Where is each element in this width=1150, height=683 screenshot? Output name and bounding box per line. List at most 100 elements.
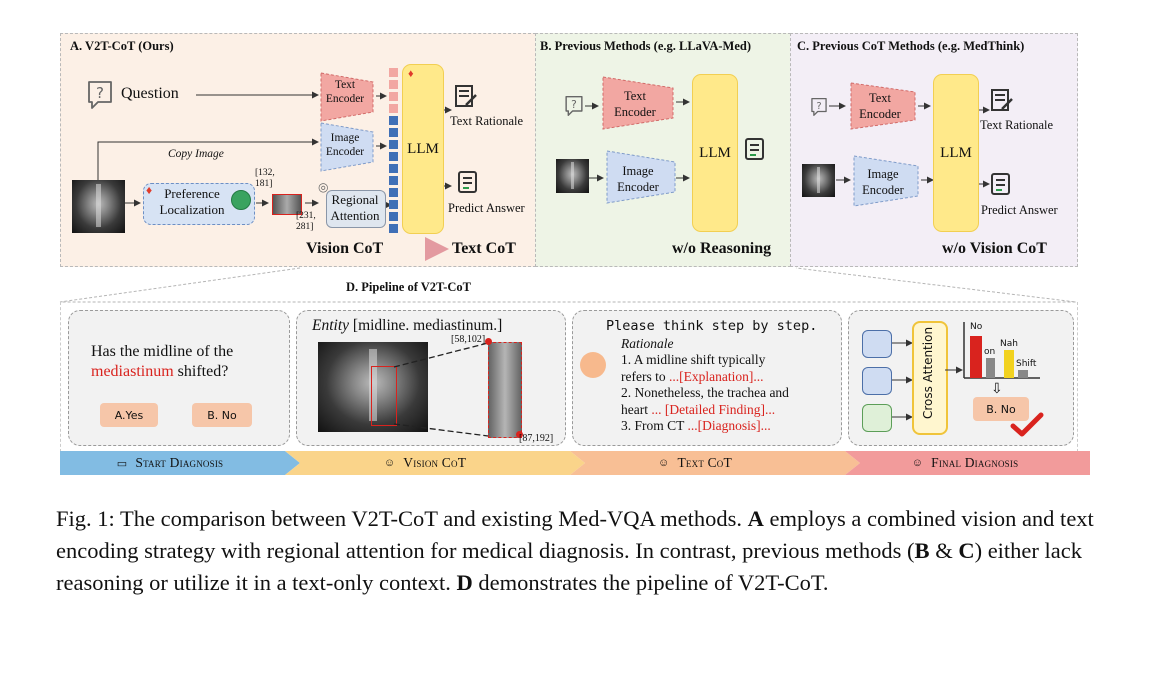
llm-label: LLM [940, 144, 972, 161]
image-encoder-shape [853, 155, 919, 207]
zoom-lines [393, 342, 489, 437]
chest-xray-large [318, 342, 428, 432]
question-keyword: mediastinum [91, 363, 174, 380]
question-icon: ? [565, 96, 583, 116]
coord-point-1 [485, 338, 492, 345]
down-arrow-icon: ⇩ [991, 382, 1003, 397]
feature-arrow-out [945, 366, 963, 374]
image-encoder-label: Image Encoder [862, 167, 904, 197]
caption-text: demonstrates the pipeline of V2T-CoT. [478, 570, 829, 595]
answer-icon [745, 138, 764, 160]
coord-point-2 [516, 431, 523, 438]
stage-bar [60, 451, 1090, 475]
rationale-highlight: ...[Explanation]... [668, 368, 764, 384]
panel-c-title: C. Previous CoT Methods (e.g. MedThink) [797, 39, 1025, 53]
final-answer-badge: B. No [973, 397, 1029, 421]
llm-block-b: LLM [692, 74, 738, 232]
caption-ref-b: B [914, 538, 930, 563]
coord-bottom: [231, 281] [296, 211, 316, 232]
image-encoder-label: Image Encoder [617, 164, 659, 194]
pin-icon: ◎ [318, 180, 329, 194]
panel-a [60, 33, 536, 267]
coord-top: [132, 181] [255, 168, 275, 189]
bar-label-on: on [984, 347, 996, 357]
text-encoder-shape [602, 76, 674, 130]
llm-label: LLM [699, 144, 731, 161]
question-text-2: shifted? [177, 363, 229, 380]
rationale-line: heart ... [Detailed Finding]... [621, 402, 789, 419]
rationale-line: 3. From CT ...[Diagnosis]... [621, 418, 789, 435]
text-encoder-label: Text Encoder [859, 91, 901, 121]
question-text-1: Has the midline of the [91, 343, 234, 360]
rationale-fragment: refers to [621, 368, 666, 384]
caption-text: Fig. 1: The comparison between V2T-CoT a… [56, 506, 742, 531]
rationale-line: 1. A midline shift typically [621, 352, 766, 367]
question-label: Question [121, 85, 179, 102]
option-a: A.Yes [100, 403, 158, 427]
flame-icon: ♦ [408, 68, 414, 80]
feature-arrows [892, 339, 913, 421]
rationale-line: 2. Nonetheless, the trachea and [621, 385, 789, 400]
regional-attention-box [326, 190, 386, 228]
text-encoder-label: Text Encoder [325, 79, 365, 105]
rationale-highlight: ...[Diagnosis]... [687, 418, 771, 433]
rationale-title: Rationale [621, 336, 674, 351]
entity-value: [midline. mediastinum.] [352, 317, 503, 334]
doctor-icon: ☺ [658, 457, 670, 469]
text-encoder-shape [320, 72, 374, 122]
text-cot-card [572, 310, 842, 446]
chest-xray-image [556, 159, 589, 193]
predict-answer-label: Predict Answer [448, 201, 525, 215]
bar-label-no: No [970, 322, 983, 332]
caption-text: ) either lack reasoning or utilize it in… [56, 538, 1083, 595]
image-encoder-shape [320, 122, 374, 172]
panel-d-frame [60, 302, 1078, 452]
cross-attention-block [912, 321, 948, 435]
doctor-icon: ☺ [383, 457, 396, 469]
globe-icon [231, 190, 251, 210]
stage-vision-cot: ☺ Vision CoT [340, 451, 510, 475]
rationale-icon [991, 89, 1013, 111]
text-rationale-label: Text Rationale [980, 118, 1054, 132]
svg-text:?: ? [816, 101, 821, 112]
think-prompt: Please think step by step. [606, 318, 818, 334]
token-column [389, 68, 398, 233]
rationale-text: 1. A midline shift typically refers to .… [621, 352, 789, 435]
brain-icon [580, 352, 606, 378]
question-icon: ? [811, 98, 827, 116]
doctor-icon: ☺ [911, 457, 924, 469]
entity-line: Entity [midline. mediastinum.] [312, 317, 502, 335]
stage-start-diagnosis: ▭ Start Diagnosis [85, 451, 255, 475]
svg-text:?: ? [96, 84, 104, 102]
image-encoder-shape [606, 150, 676, 204]
stage-label: Start Diagnosis [135, 455, 224, 470]
cross-attention-label: Cross Attention [921, 326, 935, 420]
rationale-line: refers to ...[Explanation]... [621, 369, 789, 386]
answer-icon [458, 171, 477, 193]
coord-label-2: [87,192] [519, 433, 554, 444]
panel-d-title: D. Pipeline of V2T-CoT [346, 280, 472, 294]
preference-localization-label: Preference Localization [159, 186, 225, 217]
answer-bar-chart [963, 322, 1040, 379]
panel-b-title: B. Previous Methods (e.g. LLaVA-Med) [540, 39, 751, 53]
flame-icon: ♦ [146, 183, 153, 197]
llm-block-c: LLM [933, 74, 979, 232]
bbox-midline [371, 366, 397, 426]
rationale-icon [455, 85, 477, 107]
option-b: B. No [192, 403, 252, 427]
folder-icon: ▭ [116, 457, 128, 470]
caption-text: employs a combined vision and text encod… [56, 506, 1094, 563]
image-feature-icon [862, 330, 892, 358]
image-encoder-label: Image Encoder [325, 132, 365, 158]
text-cot-label: Text CoT [452, 240, 516, 257]
bar-label-nah: Nah [1000, 339, 1018, 349]
checkmark-icon [1010, 412, 1044, 437]
zoomed-region [488, 342, 522, 438]
llm-block-a: LLM [402, 64, 444, 234]
rationale-highlight: ... [Detailed Finding]... [651, 401, 776, 417]
predict-answer-label: Predict Answer [981, 203, 1058, 217]
cropped-region [272, 194, 302, 215]
caption-ref-c: C [958, 538, 975, 563]
text-rationale-label: Text Rationale [450, 114, 524, 128]
panel-c-footer: w/o Vision CoT [942, 240, 1047, 257]
